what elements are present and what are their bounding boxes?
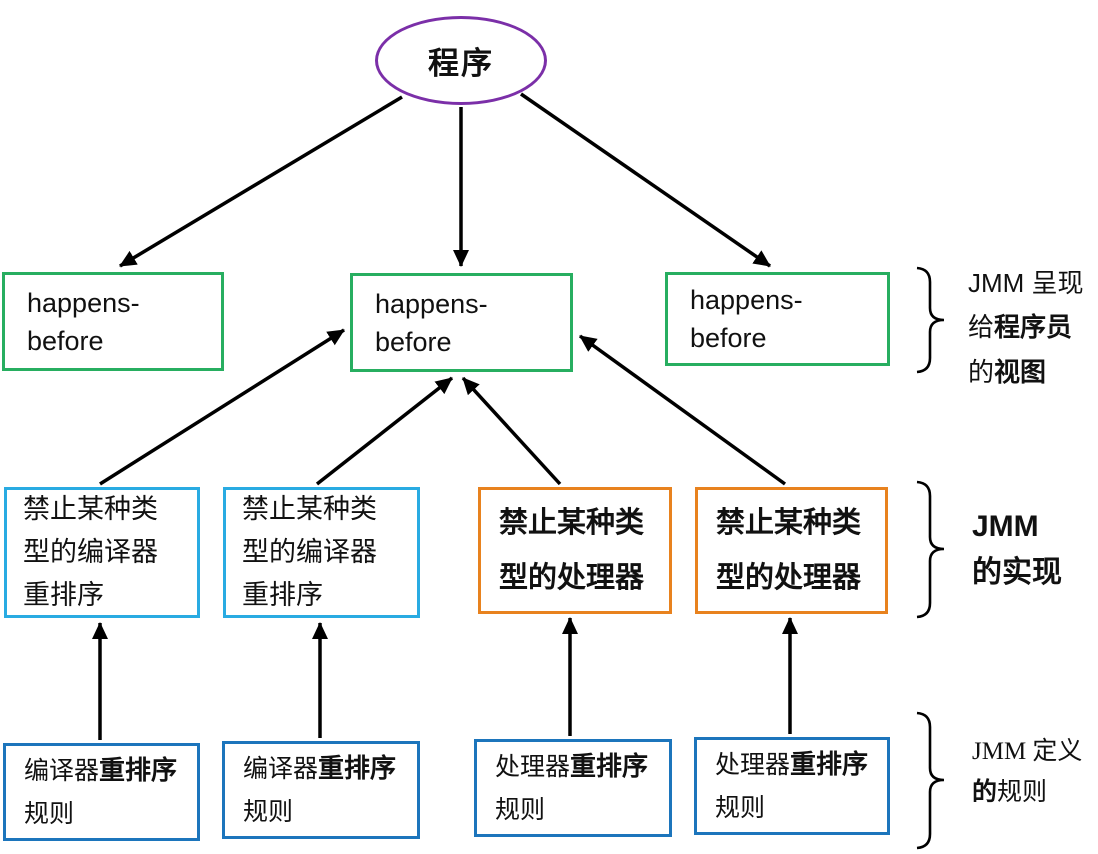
root-node-label: 程序: [428, 46, 494, 81]
happens-before-box-right: happens- before: [665, 272, 890, 366]
compiler-rules-text: 编译器重排序 规则: [243, 752, 397, 826]
brace-view: [916, 266, 945, 374]
processor-rules-box-left: 处理器重排序 规则: [474, 739, 672, 837]
happens-before-text: happens- before: [690, 285, 803, 353]
happens-before-text: happens- before: [375, 288, 488, 357]
annotation-jmm-rules: JMM 定义 的规则: [972, 738, 1083, 806]
compiler-rules-text: 编译器重排序 规则: [24, 754, 178, 828]
happens-before-box-left: happens- before: [2, 272, 224, 371]
happens-before-text: happens- before: [27, 287, 140, 356]
brace-rules: [916, 711, 945, 850]
compiler-reorder-text: 禁止某种类 型的编译器 重排序: [23, 494, 158, 610]
root-node-program: 程序: [375, 16, 547, 105]
processor-rules-box-right: 处理器重排序 规则: [694, 737, 890, 835]
arrow-root-to-hb-left: [119, 95, 403, 268]
compiler-reorder-box-right: 禁止某种类 型的编译器 重排序: [223, 487, 420, 618]
arrow-root-to-hb-right: [520, 92, 771, 268]
compiler-rules-box-left: 编译器重排序 规则: [3, 743, 200, 841]
compiler-reorder-box-left: 禁止某种类 型的编译器 重排序: [4, 487, 200, 618]
arrow-processor-left-to-hb: [461, 376, 562, 486]
brace-implementation: [916, 480, 945, 619]
compiler-rules-box-right: 编译器重排序 规则: [222, 741, 420, 839]
compiler-reorder-text: 禁止某种类 型的编译器 重排序: [242, 494, 377, 610]
annotation-jmm-implementation: JMM 的实现: [972, 510, 1062, 589]
happens-before-box-center: happens- before: [350, 273, 573, 372]
processor-reorder-text: 禁止某种类 型的处理器: [716, 506, 862, 594]
processor-rules-text: 处理器重排序 规则: [715, 748, 869, 822]
arrow-compiler-right-to-hb: [315, 376, 454, 486]
processor-reorder-text: 禁止某种类 型的处理器: [499, 506, 645, 594]
processor-reorder-box-left: 禁止某种类 型的处理器: [478, 487, 672, 614]
annotation-jmm-view: JMM 呈现 给程序员 的视图: [968, 268, 1084, 387]
processor-rules-text: 处理器重排序 规则: [495, 750, 649, 824]
processor-reorder-box-right: 禁止某种类 型的处理器: [695, 487, 888, 614]
